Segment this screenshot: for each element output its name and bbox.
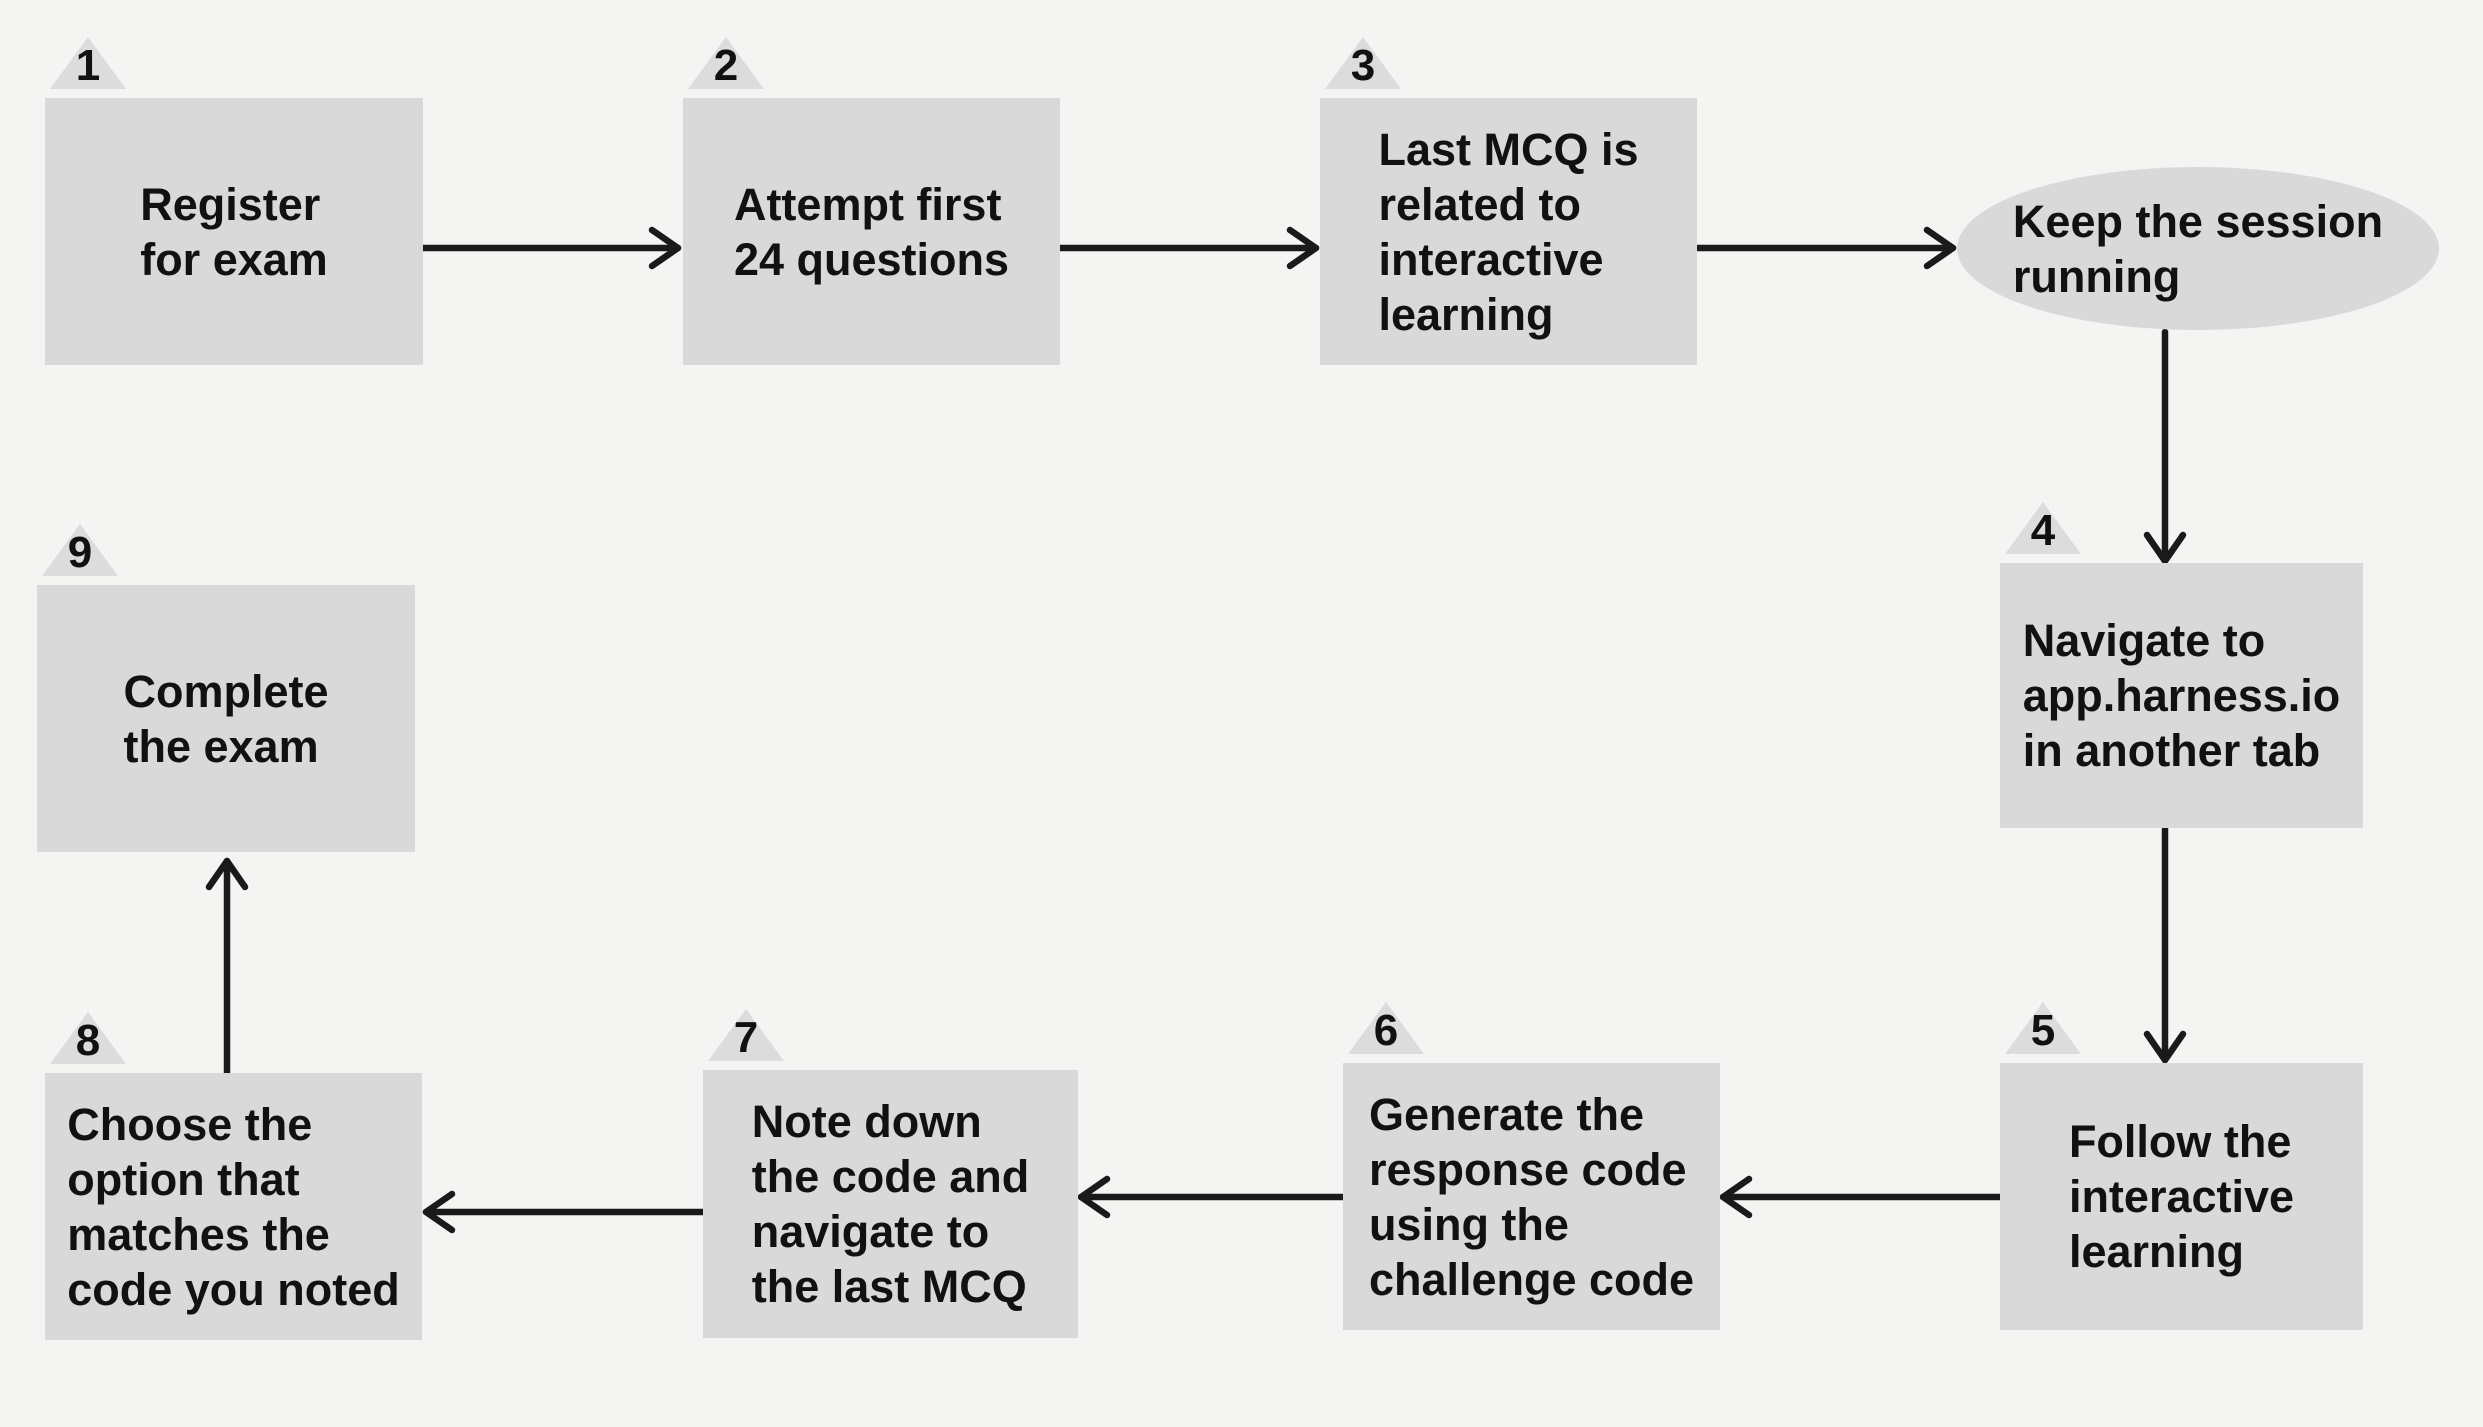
step-8-box: 8 Choose the option that matches the cod… [45,1012,422,1340]
step-2-number: 2 [713,41,739,90]
step-6-number: 6 [1373,1006,1399,1055]
arrow-step1-to-step2 [419,226,682,270]
step-4-box: 4 Navigate to app.harness.io in another … [2000,502,2363,828]
step-8-number: 8 [75,1016,101,1065]
step-8-label: Choose the option that matches the code … [67,1098,400,1315]
arrow-step5-to-step6 [1719,1175,2004,1219]
step-3-number: 3 [1350,41,1376,90]
step-3-marker: 3 [1325,37,1401,89]
step-9-label: Complete the exam [123,665,329,772]
step-2-marker: 2 [688,37,764,89]
step-2-label: Attempt first 24 questions [733,178,1010,285]
step-6-box: 6 Generate the response code using the c… [1343,1002,1720,1330]
arrow-session-note-to-step4 [2143,328,2187,565]
step-2-box: 2 Attempt first 24 questions [683,37,1060,365]
step-4-label: Navigate to app.harness.io in another ta… [2022,615,2341,776]
step-5-number: 5 [2030,1006,2056,1055]
arrow-step8-to-step9 [205,857,249,1077]
step-1-box: 1 Register for exam [45,37,423,365]
step-3-box: 3 Last MCQ is related to interactive lea… [1320,37,1697,365]
step-7-box: 7 Note down the code and navigate to the… [703,1009,1078,1338]
step-8-marker: 8 [50,1012,126,1064]
step-6-label: Generate the response code using the cha… [1368,1088,1695,1305]
step-1-label: Register for exam [140,178,328,285]
step-7-number: 7 [733,1013,759,1062]
session-note-label: Keep the session running [2012,195,2384,302]
step-1-marker: 1 [50,37,126,89]
step-4-number: 4 [2030,506,2056,555]
arrow-step7-to-step8 [422,1190,707,1234]
step-9-number: 9 [67,528,93,577]
step-5-marker: 5 [2005,1002,2081,1054]
step-3-label: Last MCQ is related to interactive learn… [1378,123,1639,340]
step-6-marker: 6 [1348,1002,1424,1054]
step-9-box: 9 Complete the exam [37,524,415,852]
step-5-box: 5 Follow the interactive learning [2000,1002,2363,1330]
session-note-ellipse: Keep the session running [1957,167,2439,330]
arrow-step3-to-session-note [1693,226,1957,270]
step-7-label: Note down the code and navigate to the l… [751,1096,1030,1312]
arrow-step6-to-step7 [1077,1175,1347,1219]
arrow-step4-to-step5 [2143,824,2187,1064]
step-1-number: 1 [75,41,101,90]
arrow-step2-to-step3 [1056,226,1320,270]
step-9-marker: 9 [42,524,118,576]
step-5-label: Follow the interactive learning [2068,1116,2295,1277]
step-4-marker: 4 [2005,502,2081,554]
step-7-marker: 7 [708,1009,784,1061]
